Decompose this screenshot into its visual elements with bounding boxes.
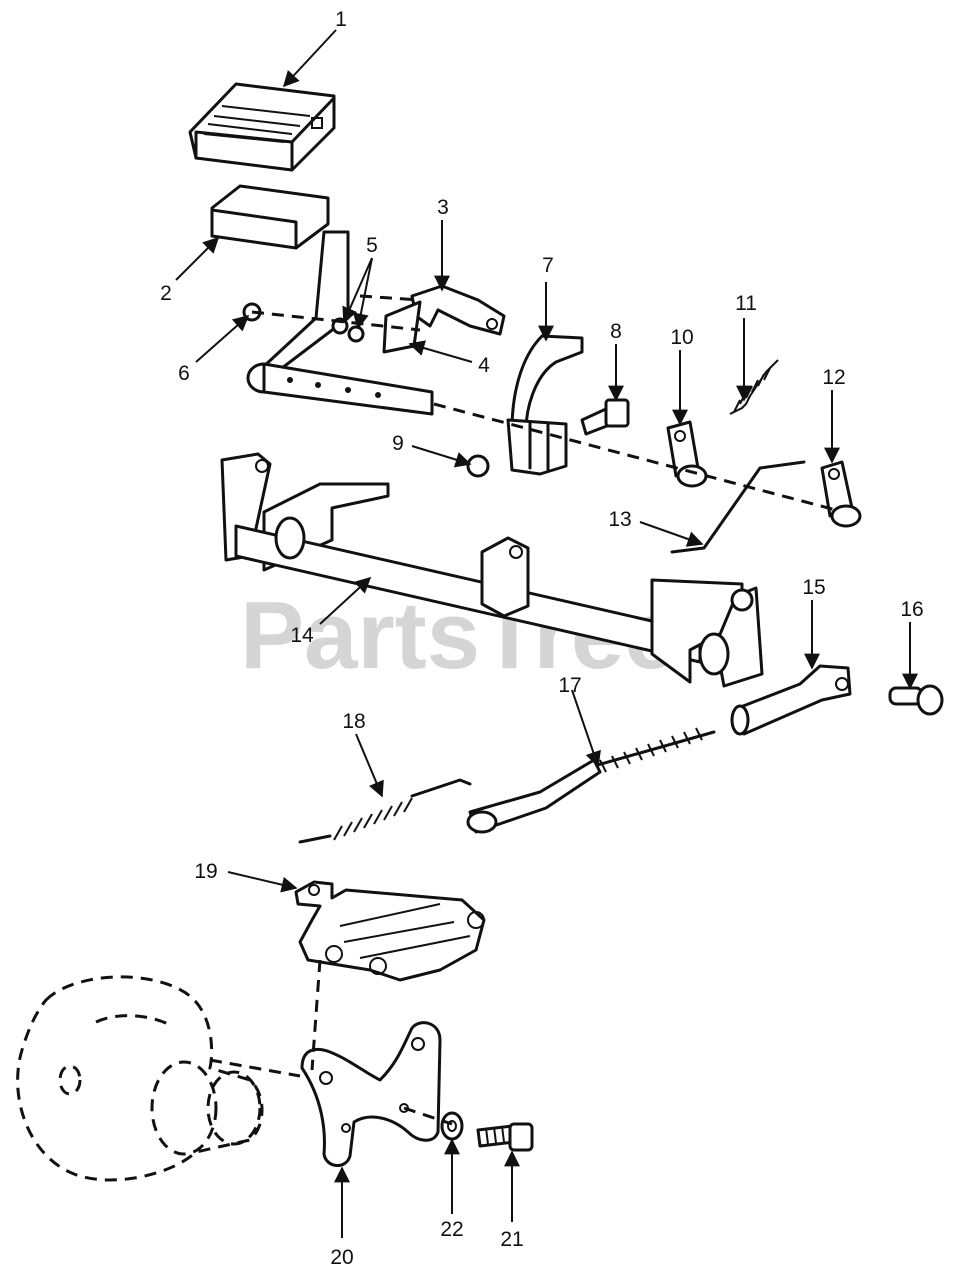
part-3-bracket[interactable] (410, 284, 506, 336)
callout-13[interactable]: 13 (608, 508, 631, 531)
callout-14[interactable]: 14 (290, 624, 314, 647)
part-17-brake-rod[interactable] (466, 727, 716, 834)
callout-17[interactable]: 17 (558, 674, 581, 697)
callout-labels: 1 2 3 4 5 6 7 8 9 10 11 12 13 14 15 16 1… (160, 8, 924, 1269)
part-8-bolt[interactable] (580, 398, 630, 436)
part-7-arm-bracket[interactable] (506, 334, 584, 476)
callout-10[interactable]: 10 (670, 326, 693, 349)
part-15-clevis[interactable] (730, 664, 852, 736)
callout-22[interactable]: 22 (440, 1218, 463, 1241)
part-20-plate[interactable] (300, 1021, 442, 1167)
callout-9[interactable]: 9 (392, 432, 404, 455)
alignment-lines (209, 294, 837, 1126)
callout-2[interactable]: 2 (160, 282, 172, 305)
callout-5[interactable]: 5 (366, 234, 378, 257)
part-1-pedal-pad[interactable] (188, 82, 336, 172)
callout-7[interactable]: 7 (542, 254, 554, 277)
callout-16[interactable]: 16 (900, 598, 923, 621)
callout-3[interactable]: 3 (437, 196, 449, 219)
phantom-hub-outline (16, 975, 264, 1182)
part-10-arm[interactable] (666, 420, 708, 488)
part-18-spring[interactable] (298, 778, 472, 844)
part-2-brake-pedal[interactable] (210, 184, 434, 416)
part-21-bolt[interactable] (476, 1122, 534, 1152)
callout-6[interactable]: 6 (178, 362, 190, 385)
part-12-arm[interactable] (820, 460, 862, 528)
part-16-pin[interactable] (888, 684, 944, 716)
part-19-caliper[interactable] (294, 880, 486, 982)
callout-18[interactable]: 18 (342, 710, 365, 733)
callout-11[interactable]: 11 (735, 292, 757, 315)
callout-8[interactable]: 8 (610, 320, 622, 343)
part-11-spring[interactable] (729, 359, 779, 415)
callout-12[interactable]: 12 (822, 366, 845, 389)
part-13-rod[interactable] (670, 460, 806, 554)
part-22-washer[interactable] (440, 1111, 464, 1141)
callout-1[interactable]: 1 (335, 8, 347, 31)
callout-19[interactable]: 19 (194, 860, 217, 883)
callout-20[interactable]: 20 (330, 1246, 353, 1269)
callout-leaders (175, 29, 918, 1238)
callout-15[interactable]: 15 (802, 576, 825, 599)
part-9-nut[interactable] (466, 454, 490, 478)
callout-21[interactable]: 21 (500, 1228, 523, 1251)
callout-4[interactable]: 4 (478, 354, 490, 377)
part-14-cross-shaft[interactable] (220, 452, 764, 688)
